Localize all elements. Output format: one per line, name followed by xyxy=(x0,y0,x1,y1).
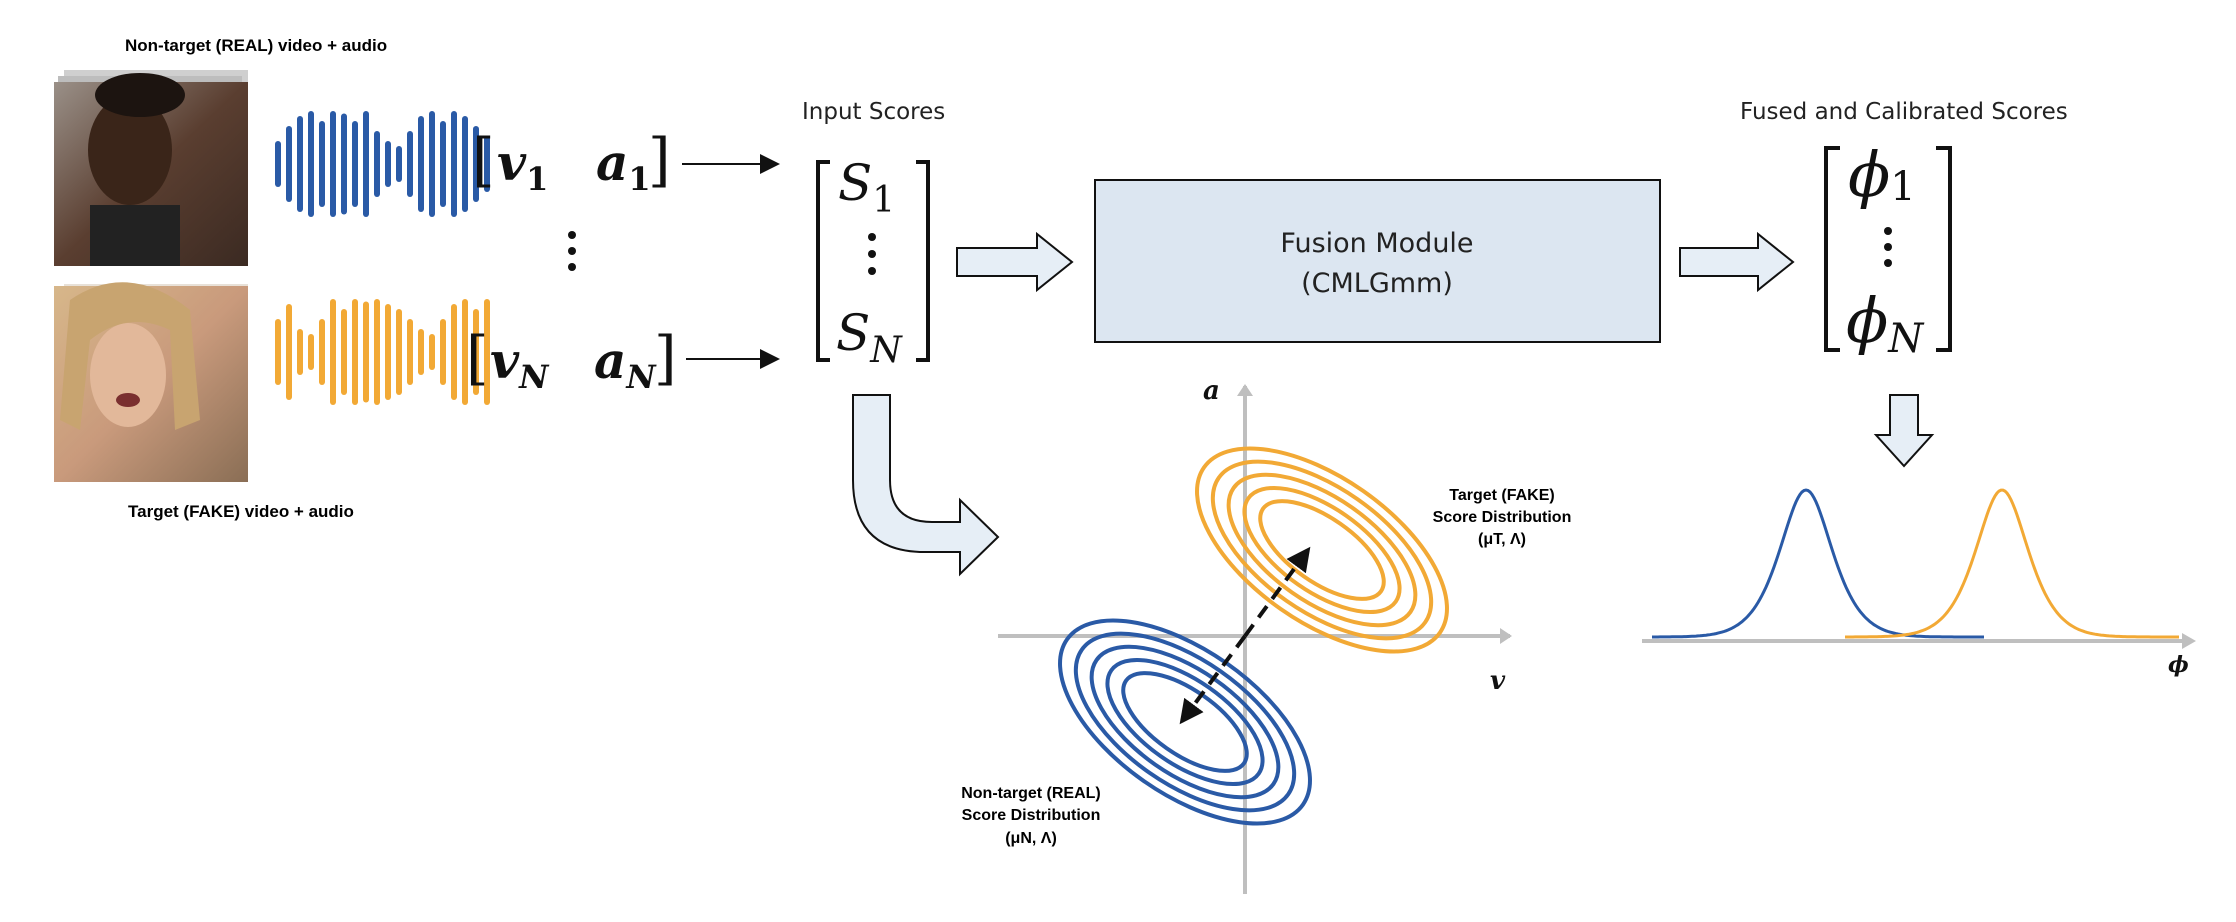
fusion-module-title: Fusion Module xyxy=(1280,228,1473,259)
fake-calibrated-curve xyxy=(1845,488,2179,639)
contour-ellipse xyxy=(1105,657,1265,787)
contour-ellipse xyxy=(1195,446,1449,654)
input-score-bottom: S xyxy=(836,304,870,362)
output-score-top-sub: 1 xyxy=(1890,164,1915,210)
output-score-bottom: ϕ xyxy=(1846,284,1888,357)
svg-text:vN: vN xyxy=(490,331,550,396)
svg-text:[: [ xyxy=(472,126,495,194)
row1-a: a xyxy=(596,133,628,192)
contour-ellipse xyxy=(1073,631,1297,813)
nontarget-dist-params: (μN, Λ) xyxy=(1005,830,1057,847)
arrow-from-fusion xyxy=(1679,231,1795,293)
row1-v-sub: 1 xyxy=(526,160,548,198)
contour-ellipse xyxy=(1226,472,1418,628)
input-scores-vector: S1 SN xyxy=(816,154,930,371)
real-audio-waveform xyxy=(275,111,490,217)
gmm-y-axis-label: a xyxy=(1203,376,1220,406)
svg-text:a1: a1 xyxy=(596,133,651,198)
contour-ellipse xyxy=(1258,499,1386,601)
contour-ellipse xyxy=(1242,485,1402,615)
row1-score-vector: [ v1 a1 ] xyxy=(472,126,671,198)
fake-video-label: Target (FAKE) video + audio xyxy=(128,502,354,521)
target-dist-params: (μT, Λ) xyxy=(1478,531,1526,548)
rowN-v: v xyxy=(490,331,520,390)
fake-video-thumbnail xyxy=(54,282,248,482)
fusion-module-box xyxy=(1094,179,1661,343)
output-scores-title: Fused and Calibrated Scores xyxy=(1740,99,2068,125)
rowN-v-sub: N xyxy=(518,358,550,396)
calibrated-plot: ϕ xyxy=(1642,488,2196,678)
target-dist-label-1: Target (FAKE) xyxy=(1449,487,1554,504)
rowN-a: a xyxy=(594,331,626,390)
rowN-score-vector: [ vN aN ] xyxy=(466,324,677,396)
svg-text:ϕN: ϕN xyxy=(1846,284,1925,362)
fake-audio-waveform xyxy=(275,299,490,405)
mean-direction-arrow-up xyxy=(1243,546,1311,638)
svg-text:]: ] xyxy=(654,324,677,392)
real-video-label: Non-target (REAL) video + audio xyxy=(125,36,387,55)
contour-ellipse xyxy=(1121,671,1249,773)
nontarget-dist-label-1: Non-target (REAL) xyxy=(961,785,1101,802)
svg-text:aN: aN xyxy=(594,331,657,396)
output-score-bottom-sub: N xyxy=(1887,316,1925,362)
svg-text:v1: v1 xyxy=(497,133,548,198)
real-video-thumbnail xyxy=(54,70,248,266)
svg-text:[: [ xyxy=(466,324,489,392)
input-score-top: S xyxy=(838,154,872,212)
mean-direction-arrow-down xyxy=(1179,634,1247,725)
fake-score-contours xyxy=(1195,446,1449,654)
input-score-bottom-sub: N xyxy=(869,330,903,371)
target-dist-label-2: Score Distribution xyxy=(1433,509,1572,526)
arrow-to-gmm-plot xyxy=(852,394,1000,577)
arrow-to-fusion xyxy=(956,231,1074,293)
fusion-module-subtitle: (CMLGmm) xyxy=(1301,268,1453,299)
nontarget-dist-label-2: Score Distribution xyxy=(962,807,1101,824)
output-scores-vector: ϕ1 ϕN xyxy=(1824,138,1952,362)
output-score-top: ϕ xyxy=(1848,138,1890,211)
calibrated-x-axis-label: ϕ xyxy=(2168,652,2189,678)
input-scores-title: Input Scores xyxy=(802,99,945,125)
contour-ellipse xyxy=(1210,459,1434,641)
svg-text:S1: S1 xyxy=(838,154,895,221)
row1-v: v xyxy=(497,133,527,192)
rows-ellipsis xyxy=(568,231,576,271)
svg-text:ϕ1: ϕ1 xyxy=(1848,138,1916,211)
gmm-x-axis-label: v xyxy=(1490,666,1506,696)
input-score-top-sub: 1 xyxy=(872,180,895,221)
rowN-a-sub: N xyxy=(625,358,657,396)
real-calibrated-curve xyxy=(1652,488,1984,639)
gmm-plot: a v Target (FAKE) Score Distribution (μT… xyxy=(961,376,1571,894)
arrow-to-calibrated-plot xyxy=(1873,394,1935,468)
svg-text:]: ] xyxy=(648,126,671,194)
row1-a-sub: 1 xyxy=(628,160,650,198)
svg-text:SN: SN xyxy=(836,304,903,371)
